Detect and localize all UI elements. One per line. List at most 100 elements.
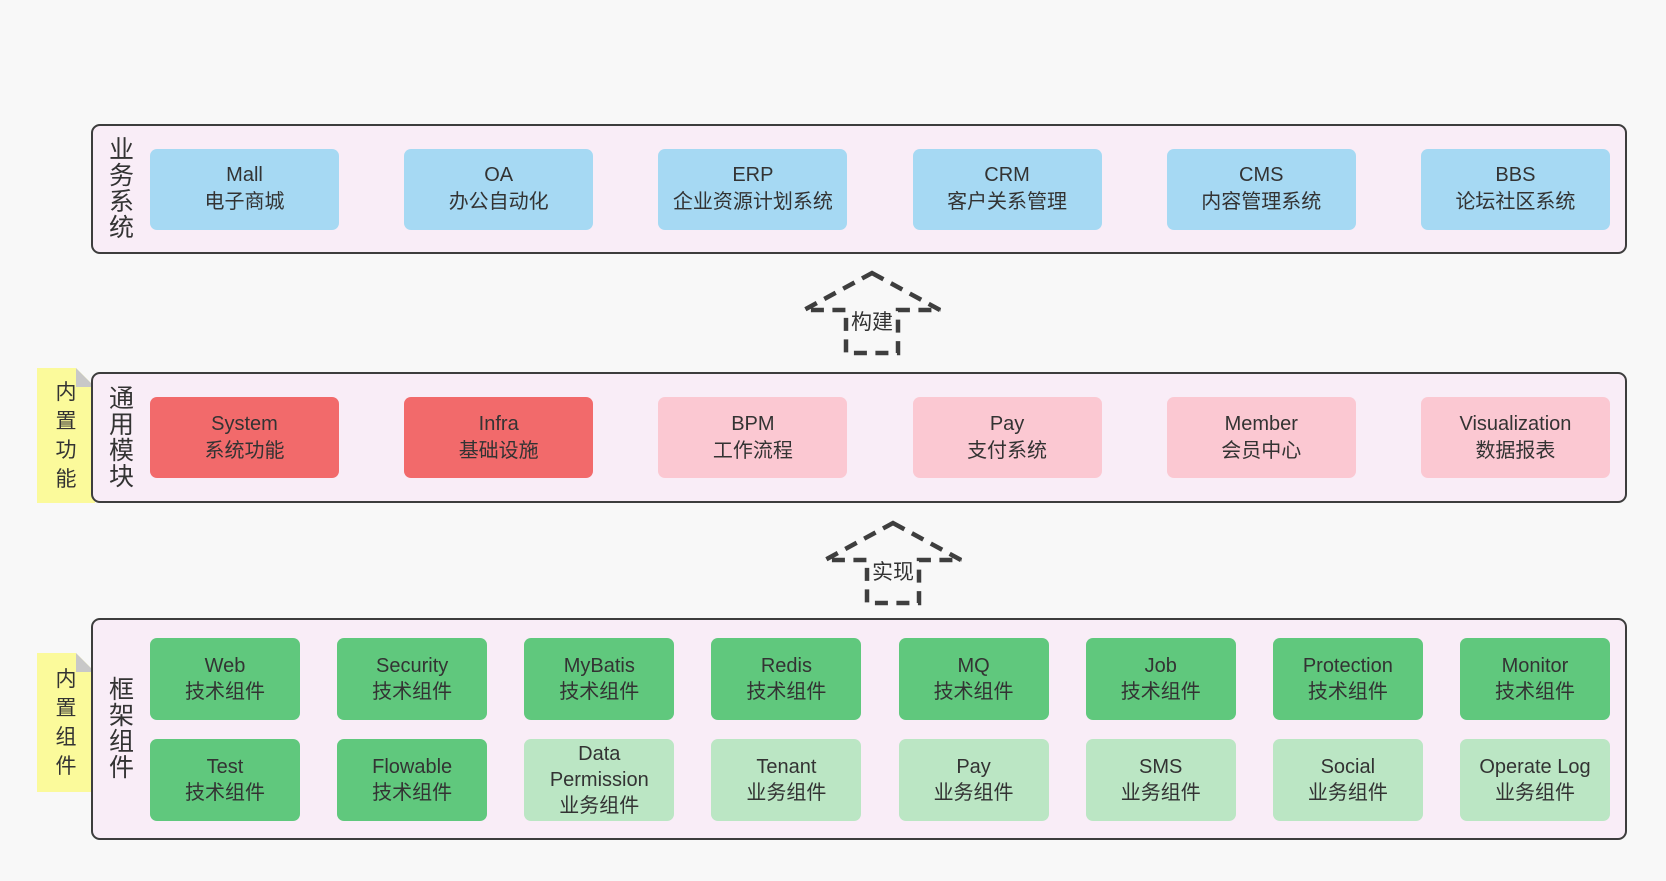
layer-label-business: 业务系统 [108,136,134,242]
arrow-implement: 实现 [822,520,964,606]
box-name: Social [1320,755,1376,778]
box-infra: Infra 基础设施 [404,397,594,478]
box-name: Pay [989,412,1025,435]
box-desc: 内容管理系统 [1201,191,1322,213]
box-desc: 电子商城 [204,191,285,213]
layer-label-modules: 通用模块 [108,384,134,491]
box-name: BPM [731,412,775,435]
box-name: Test [206,755,244,778]
box-name: Mall [226,164,263,186]
box-data-permission: Data Permission 业务组件 [524,738,675,821]
box-oa: OA 办公自动化 [404,148,594,230]
box-name: Job [1144,654,1177,677]
box-desc: 办公自动化 [448,191,549,213]
box-bbs: BBS 论坛社区系统 [1420,148,1610,230]
box-monitor: Monitor 技术组件 [1459,637,1610,720]
box-cms: CMS 内容管理系统 [1166,148,1356,230]
box-mq: MQ 技术组件 [898,637,1049,720]
box-desc: 论坛社区系统 [1455,191,1576,213]
box-desc: 技术组件 [1120,680,1201,703]
box-desc: 业务组件 [1307,781,1388,804]
box-system: System 系统功能 [150,397,339,478]
box-crm: CRM 客户关系管理 [912,148,1102,230]
box-name: Infra [478,412,519,435]
sticky-note-builtin-features: 内置功能 [37,368,95,503]
up-arrow-icon [802,270,942,356]
box-desc: 客户关系管理 [947,191,1068,213]
box-name: Pay [956,755,991,778]
box-pay-module: Pay 支付系统 [912,397,1102,478]
layer-gutter: 业务系统 [93,126,150,252]
box-name: Monitor [1501,654,1569,677]
box-desc: 业务组件 [746,781,827,804]
box-name: Protection [1302,654,1393,677]
box-desc: 会员中心 [1221,439,1302,462]
box-mybatis: MyBatis 技术组件 [524,637,675,720]
layer-band-modules: 通用模块 System 系统功能 Infra 基础设施 BPM 工作流程 Pay… [91,372,1627,503]
box-desc: 业务组件 [1494,781,1575,804]
sticky-note-label: 内置组件 [55,667,77,778]
box-desc: 数据报表 [1475,439,1556,462]
modules-boxes-row: System 系统功能 Infra 基础设施 BPM 工作流程 Pay 支付系统… [150,374,1625,501]
box-web: Web 技术组件 [150,637,300,720]
box-visualization: Visualization 数据报表 [1420,397,1610,478]
box-test: Test 技术组件 [150,738,300,821]
box-operate-log: Operate Log 业务组件 [1459,738,1610,821]
box-name: Tenant [756,755,817,778]
box-desc: 技术组件 [1307,680,1388,703]
box-flowable: Flowable 技术组件 [337,738,488,821]
box-desc: 支付系统 [967,439,1048,462]
box-name: CMS [1239,164,1284,186]
box-name: SMS [1139,755,1183,778]
box-name: MyBatis [563,654,635,677]
box-pay-component: Pay 业务组件 [898,738,1049,821]
framework-row-2: Test 技术组件 Flowable 技术组件 Data Permission … [150,738,1610,821]
box-desc: 技术组件 [1494,680,1575,703]
box-name: Operate Log [1479,755,1591,778]
box-name: ERP [732,164,774,186]
box-redis: Redis 技术组件 [711,637,862,720]
arrow-build-label: 构建 [851,311,893,334]
arrow-implement-label: 实现 [872,561,914,584]
layer-band-framework: 框架组件 Web 技术组件 Security 技术组件 MyBatis 技术组件… [91,618,1627,840]
box-desc: 业务组件 [933,781,1014,804]
box-desc: 业务组件 [1120,781,1201,804]
box-name: Visualization [1459,412,1572,435]
layer-gutter: 通用模块 [93,374,150,501]
box-desc: 技术组件 [746,680,827,703]
box-name: Flowable [372,755,453,778]
box-job: Job 技术组件 [1085,637,1236,720]
box-name: Security [376,654,449,677]
box-name: Member [1224,412,1298,435]
box-tenant: Tenant 业务组件 [711,738,862,821]
box-social: Social 业务组件 [1272,738,1423,821]
box-desc: 技术组件 [185,781,265,804]
box-name: OA [484,164,514,186]
business-boxes-row: Mall 电子商城 OA 办公自动化 ERP 企业资源计划系统 CRM 客户关系… [150,126,1625,252]
box-sms: SMS 业务组件 [1085,738,1236,821]
sticky-note-builtin-components: 内置组件 [37,653,95,792]
box-name: Web [204,654,246,677]
box-member: Member 会员中心 [1166,397,1356,478]
box-desc: 技术组件 [372,680,453,703]
box-name: BBS [1495,164,1536,186]
box-desc: 系统功能 [204,439,285,462]
box-desc: 技术组件 [185,680,265,703]
box-name: MQ [957,654,990,677]
box-desc: 业务组件 [559,794,640,817]
box-security: Security 技术组件 [337,637,488,720]
box-name: Data Permission [549,742,649,791]
layer-band-business: 业务系统 Mall 电子商城 OA 办公自动化 ERP 企业资源计划系统 CRM… [91,124,1627,254]
box-desc: 基础设施 [458,439,539,462]
box-protection: Protection 技术组件 [1272,637,1423,720]
up-arrow-icon [823,520,963,606]
layer-label-framework: 框架组件 [108,676,134,782]
box-name: Redis [760,654,812,677]
box-erp: ERP 企业资源计划系统 [658,148,848,230]
box-desc: 工作流程 [712,439,793,462]
layer-gutter: 框架组件 [93,620,150,838]
box-name: System [211,412,278,435]
box-bpm: BPM 工作流程 [658,397,848,478]
framework-boxes-rows: Web 技术组件 Security 技术组件 MyBatis 技术组件 Redi… [150,620,1625,838]
